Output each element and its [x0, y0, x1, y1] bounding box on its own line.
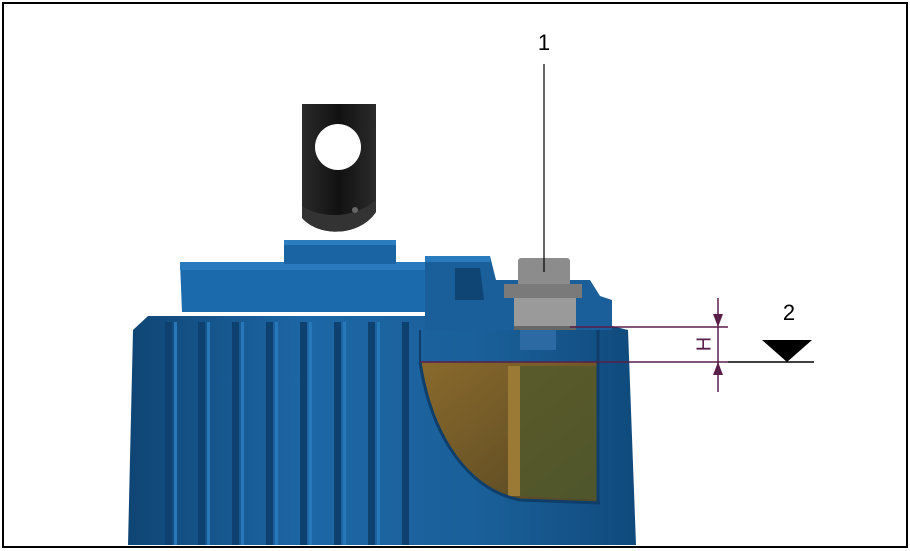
callout-2-label: 2 — [783, 300, 795, 325]
dimension-h — [420, 298, 728, 392]
dimension-arrow-bottom — [713, 362, 723, 375]
level-marker-triangle — [762, 340, 812, 362]
lifting-eye — [302, 104, 376, 232]
oil-cutaway — [418, 330, 601, 505]
callout-1-label: 1 — [538, 30, 550, 55]
dimension-arrow-top — [713, 314, 723, 327]
cooling-fins — [165, 322, 409, 545]
dimension-label: H — [693, 337, 715, 351]
